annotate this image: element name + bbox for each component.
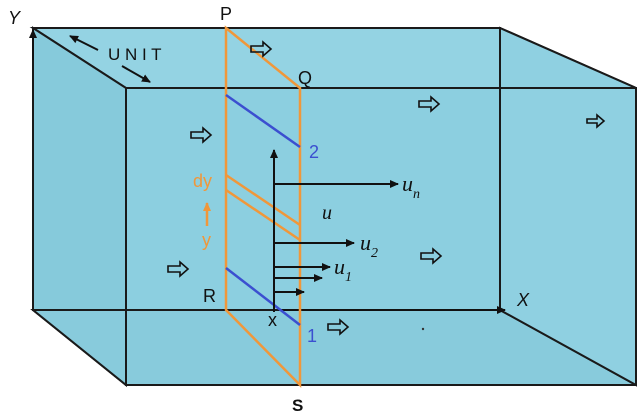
label-u-1: u1 [334,254,352,285]
label-point-r: R [203,286,216,306]
label-u-n-sub: n [413,187,420,202]
label-u-2-main: u [360,230,371,255]
plane-pqrs [224,25,302,389]
label-y-axis: Y [8,8,22,28]
box-front-face [125,87,637,386]
label-point-s: S [292,396,303,413]
unit-arrow-left [69,35,99,51]
label-unit: U N I T [108,45,162,64]
layer-line-1 [225,267,301,326]
dy-layer-bottom [225,188,301,242]
label-u-n-main: u [402,171,413,196]
label-dy: dy [193,171,212,191]
label-u-2: u2 [360,230,378,261]
label-layer-2: 2 [309,142,319,162]
layer-line-2 [225,93,301,149]
unit-arrow-right [121,65,151,83]
label-point-q: Q [298,68,312,88]
label-y: y [202,230,211,250]
label-layer-1: 1 [307,326,317,346]
small-dot [421,327,425,331]
label-u-1-main: u [334,254,345,279]
label-u-n: un [402,171,420,202]
label-origin-x: x [268,310,277,330]
dy-layer-top [225,173,301,227]
label-x-axis: X [516,290,530,310]
label-u-2-sub: 2 [371,246,378,261]
label-point-p: P [220,4,232,24]
outline-right-arrow-icon [167,40,606,336]
label-u-1-sub: 1 [345,270,352,285]
label-u: u [322,202,332,224]
